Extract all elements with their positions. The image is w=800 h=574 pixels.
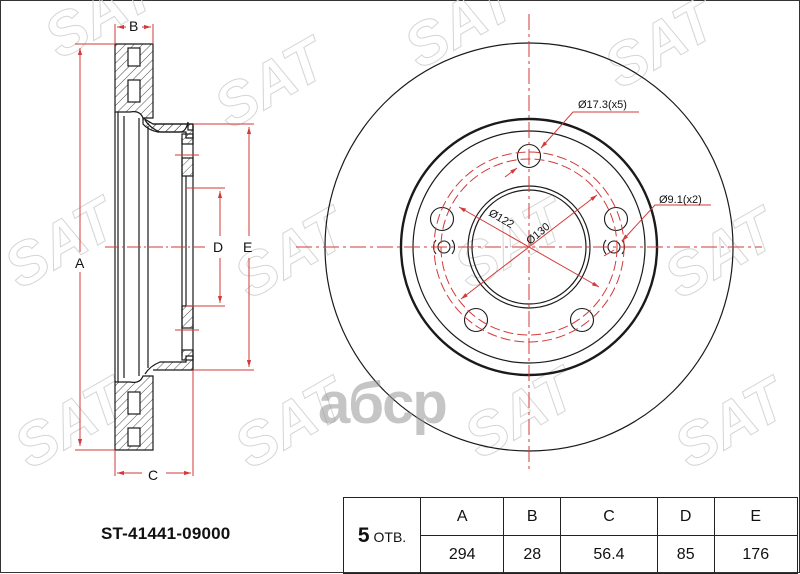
holes-label: ОТВ. xyxy=(373,528,407,545)
svg-text:SAT: SAT xyxy=(393,0,530,81)
label-e: E xyxy=(243,239,252,255)
aux-hole-callout: Ø9.1(x2) xyxy=(659,194,702,206)
svg-text:SAT: SAT xyxy=(453,353,590,471)
value-e: 176 xyxy=(713,535,799,574)
front-dimensions xyxy=(296,14,762,470)
label-a: A xyxy=(75,255,85,271)
value-b: 28 xyxy=(503,535,562,574)
holes-count: 5 xyxy=(357,523,370,547)
header-c: C xyxy=(560,497,658,536)
label-c: C xyxy=(148,467,158,483)
svg-text:SAT: SAT xyxy=(443,183,580,301)
header-e: E xyxy=(713,497,799,536)
label-d: D xyxy=(213,239,223,255)
value-c: 56.4 xyxy=(560,535,658,574)
svg-text:SAT: SAT xyxy=(653,193,790,311)
side-dimension-labels: A B C D E xyxy=(75,18,252,483)
site-watermark: aбcp xyxy=(318,371,448,436)
header-d: D xyxy=(656,497,715,536)
header-a: A xyxy=(419,497,505,536)
part-number: ST-41441-09000 xyxy=(101,524,231,543)
side-section-view xyxy=(114,43,194,451)
header-b: B xyxy=(503,497,562,536)
value-d: 85 xyxy=(656,535,715,574)
side-dimensions xyxy=(75,24,254,476)
svg-text:SAT: SAT xyxy=(0,183,130,301)
label-b: B xyxy=(129,18,138,34)
value-a: 294 xyxy=(419,535,505,574)
svg-text:SAT: SAT xyxy=(593,0,730,101)
bolt-hole-callout: Ø17.3(x5) xyxy=(578,99,627,111)
